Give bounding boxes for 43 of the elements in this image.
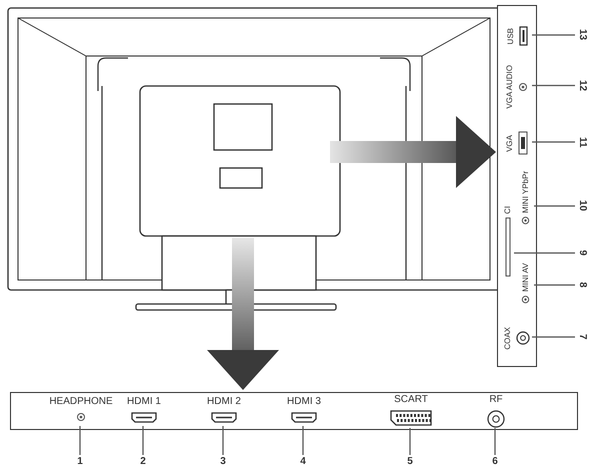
leader-line <box>79 426 81 455</box>
port-label: VGA AUDIO <box>506 64 514 108</box>
callout-number: 13 <box>575 26 589 44</box>
leader-line <box>532 84 575 86</box>
callout-number: 4 <box>295 455 311 469</box>
port-label: HEADPHONE <box>49 397 113 407</box>
callout-number: 12 <box>575 76 589 94</box>
leader-line <box>409 428 411 455</box>
leader-line <box>534 205 575 207</box>
port-label: CI <box>504 206 512 214</box>
callout-number: 6 <box>487 455 503 469</box>
leader-line <box>534 284 575 286</box>
callout-number: 9 <box>575 244 589 262</box>
port-label: HDMI 2 <box>207 397 241 407</box>
port-label: COAX <box>504 326 512 350</box>
callout-number: 8 <box>575 276 589 294</box>
leader-line <box>142 426 144 455</box>
port-label: HDMI 1 <box>127 397 161 407</box>
connector-panel <box>10 392 578 430</box>
leader-line <box>222 426 224 455</box>
connector-panel <box>497 5 537 367</box>
callout-number: 3 <box>215 455 231 469</box>
callout-number: 5 <box>402 455 418 469</box>
callout-number: 2 <box>135 455 151 469</box>
port-label: HDMI 3 <box>287 397 321 407</box>
leader-line <box>302 426 304 455</box>
callout-number: 1 <box>72 455 88 469</box>
callout-number: 10 <box>575 197 589 215</box>
arrow <box>207 238 279 390</box>
port-label: MINI AV <box>522 263 530 292</box>
port-label: USB <box>506 28 514 44</box>
arrow <box>330 116 496 188</box>
callout-number: 7 <box>575 328 589 346</box>
leader-line <box>532 34 575 36</box>
leader-line <box>494 428 496 455</box>
leader-line <box>514 252 575 254</box>
leader-line <box>532 141 575 143</box>
port-label: RF <box>489 395 503 405</box>
port-label: VGA <box>506 134 514 152</box>
port-label: SCART <box>394 395 428 405</box>
port-label: MINI YPbPr <box>522 171 530 214</box>
leader-line <box>532 336 575 338</box>
callout-number: 11 <box>575 133 589 151</box>
